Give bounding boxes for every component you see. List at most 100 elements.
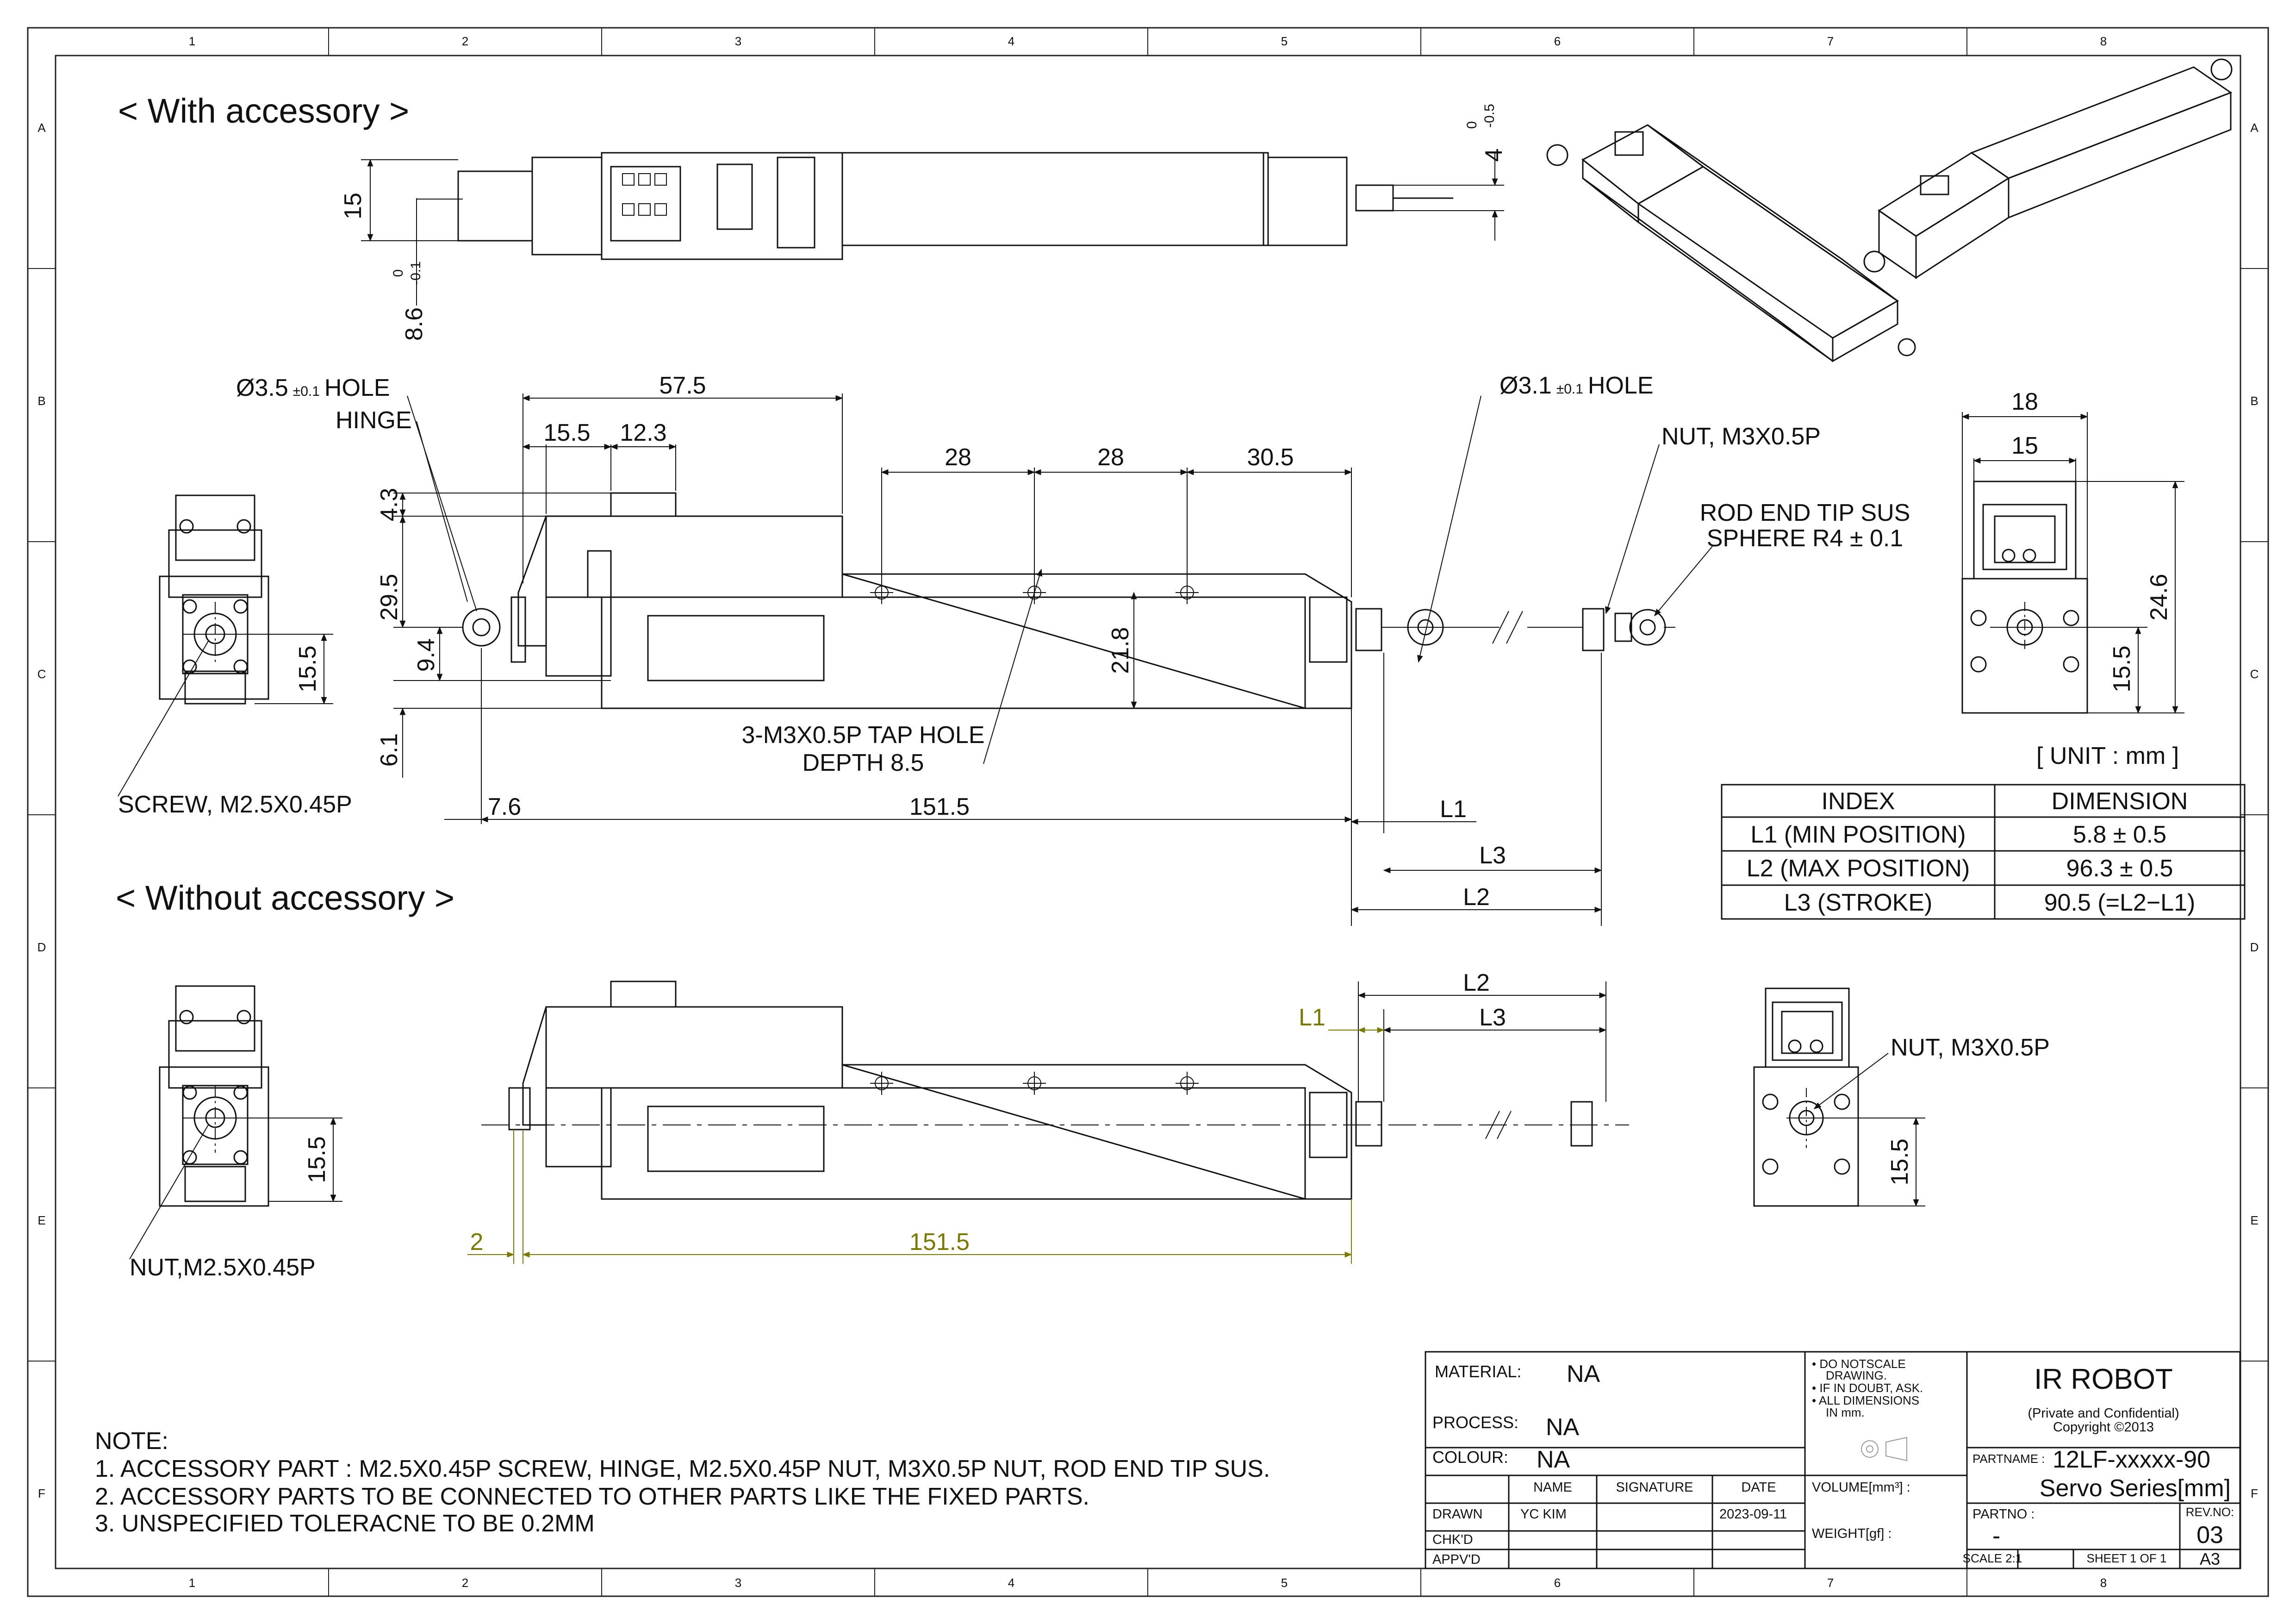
tb-notice-3b: IN mm. xyxy=(1826,1405,1865,1419)
dim-front-15-5: 15.5 xyxy=(294,645,321,692)
tb-drawn-label: DRAWN xyxy=(1432,1507,1482,1522)
dim-end-24-6: 24.6 xyxy=(2146,574,2172,620)
side-view-with-accessory xyxy=(462,492,1666,709)
note-1: 1. ACCESSORY PART : M2.5X0.45P SCREW, HI… xyxy=(95,1455,1270,1482)
zone-col-4-bottom: 4 xyxy=(1008,1576,1014,1590)
zone-col-1: 1 xyxy=(189,34,195,48)
index-row-3-dimension: 90.5 (=L2−L1) xyxy=(2044,889,2196,916)
zone-col-6-bottom: 6 xyxy=(1554,1576,1561,1590)
dim-28-a: 28 xyxy=(945,444,971,471)
zone-col-4: 4 xyxy=(1008,34,1014,48)
tb-sheet: SHEET 1 OF 1 xyxy=(2087,1551,2167,1565)
tb-material-label: MATERIAL: xyxy=(1435,1362,1521,1381)
tb-col-name: NAME xyxy=(1533,1480,1572,1495)
outer-border xyxy=(27,27,2269,1597)
dim-30-5: 30.5 xyxy=(1247,444,1294,471)
zone-col-3: 3 xyxy=(735,34,741,48)
zone-col-2: 2 xyxy=(462,34,468,48)
zone-col-6: 6 xyxy=(1554,34,1561,48)
tb-colour-value: NA xyxy=(1537,1446,1570,1473)
isometric-view-left xyxy=(1546,124,1916,362)
dim-top-4-tol-upper: 0 xyxy=(1464,121,1480,129)
tb-drawn-date: 2023-09-11 xyxy=(1719,1507,1787,1522)
index-row-3-index: L3 (STROKE) xyxy=(1784,889,1933,916)
side-view-without-accessory xyxy=(508,981,1593,1200)
dim-L3: L3 xyxy=(1479,842,1506,869)
zone-row-d-right: D xyxy=(2250,940,2259,954)
unit-label: [ UNIT : mm ] xyxy=(2036,743,2179,769)
dim-end-15: 15 xyxy=(2011,432,2038,459)
dim-4-3: 4.3 xyxy=(376,488,403,521)
end-view-with-accessory xyxy=(1961,481,2088,714)
tap-holes-without xyxy=(870,1072,1199,1095)
zone-col-2-bottom: 2 xyxy=(462,1576,468,1590)
dim-57-5: 57.5 xyxy=(659,372,706,399)
tb-size: A3 xyxy=(2200,1549,2220,1568)
dim-without-L3: L3 xyxy=(1479,1004,1506,1031)
inner-border xyxy=(55,55,2241,1569)
dim-top-4-tol-lower: -0.5 xyxy=(1482,104,1497,128)
title-block xyxy=(1425,1351,2241,1569)
zone-col-7-bottom: 7 xyxy=(1827,1576,1834,1590)
tb-series: Servo Series[mm] xyxy=(2040,1475,2231,1502)
index-row-2-dimension: 96.3 ± 0.5 xyxy=(2066,855,2173,882)
dim-9-4: 9.4 xyxy=(413,638,440,672)
zone-row-b: B xyxy=(37,394,45,408)
front-view-with-accessory xyxy=(159,494,269,705)
notes-title: NOTE: xyxy=(95,1428,168,1455)
index-header-dimension: DIMENSION xyxy=(2052,788,2188,815)
dim-L2: L2 xyxy=(1463,884,1490,911)
zone-row-b-right: B xyxy=(2250,394,2258,408)
tb-colour-label: COLOUR: xyxy=(1432,1448,1508,1467)
isometric-view-right xyxy=(1863,58,2233,279)
index-header-index: INDEX xyxy=(1822,788,1895,815)
label-rod-end-1: ROD END TIP SUS xyxy=(1700,500,1910,526)
tb-revno-label: REV.NO: xyxy=(2186,1505,2234,1519)
zone-col-5-bottom: 5 xyxy=(1281,1576,1288,1590)
tb-revno-value: 03 xyxy=(2196,1522,2223,1549)
dim-21-8: 21.8 xyxy=(1107,627,1134,674)
zone-row-f-right: F xyxy=(2251,1487,2258,1500)
tb-process-label: PROCESS: xyxy=(1432,1413,1518,1432)
tb-notice-3: • ALL DIMENSIONS xyxy=(1812,1393,1919,1407)
dim-top-8-6-tol-upper: 0 xyxy=(391,269,406,277)
tb-volume-label: VOLUME[mm³] : xyxy=(1812,1480,1910,1495)
tb-scale: SCALE 2:1 xyxy=(1963,1551,2022,1565)
index-row-1-dimension: 5.8 ± 0.5 xyxy=(2073,821,2166,848)
dim-12-3: 12.3 xyxy=(620,419,666,446)
dim-front2-15-5: 15.5 xyxy=(304,1136,330,1183)
projection-symbol-icon xyxy=(1861,1437,1907,1462)
tb-company: IR ROBOT xyxy=(2034,1363,2173,1395)
zone-row-c-right: C xyxy=(2250,667,2259,681)
tb-process-value: NA xyxy=(1546,1414,1580,1441)
zone-row-e-right: E xyxy=(2250,1213,2258,1227)
tb-partname-label: PARTNAME : xyxy=(1972,1452,2045,1466)
label-tap-hole-1: 3-M3X0.5P TAP HOLE xyxy=(741,722,984,749)
dim-6-1: 6.1 xyxy=(376,733,403,767)
zone-row-a-right: A xyxy=(2250,121,2259,135)
tb-notice-2: • IF IN DOUBT, ASK. xyxy=(1812,1381,1923,1395)
dim-top-4: 4 xyxy=(1481,149,1507,162)
label-nut-m3: NUT, M3X0.5P xyxy=(1661,423,1821,450)
note-2: 2. ACCESSORY PARTS TO BE CONNECTED TO OT… xyxy=(95,1483,1089,1510)
tb-copyright: Copyright ©2013 xyxy=(2053,1420,2154,1435)
dim-7-6: 7.6 xyxy=(488,793,521,820)
label-tap-hole-2: DEPTH 8.5 xyxy=(803,750,924,776)
zone-col-8: 8 xyxy=(2100,34,2107,48)
dim-end-15-5: 15.5 xyxy=(2109,645,2135,692)
tb-weight-label: WEIGHT[gf] : xyxy=(1812,1526,1892,1541)
note-3: 3. UNSPECIFIED TOLERACNE TO BE 0.2MM xyxy=(95,1510,595,1537)
label-end-nut-m3: NUT, M3X0.5P xyxy=(1891,1034,2050,1061)
dim-L1: L1 xyxy=(1440,796,1467,823)
tb-partname-value: 12LF-xxxxx-90 xyxy=(2053,1446,2210,1473)
zone-col-1-bottom: 1 xyxy=(189,1576,195,1590)
dim-end2-15-5: 15.5 xyxy=(1886,1138,1913,1185)
zone-col-5: 5 xyxy=(1281,34,1288,48)
index-row-1-index: L1 (MIN POSITION) xyxy=(1750,821,1966,848)
dim-without-2: 2 xyxy=(470,1229,484,1255)
zone-row-d: D xyxy=(37,940,46,954)
tb-partno-label: PARTNO : xyxy=(1972,1507,2035,1522)
zone-row-a: A xyxy=(37,121,46,135)
